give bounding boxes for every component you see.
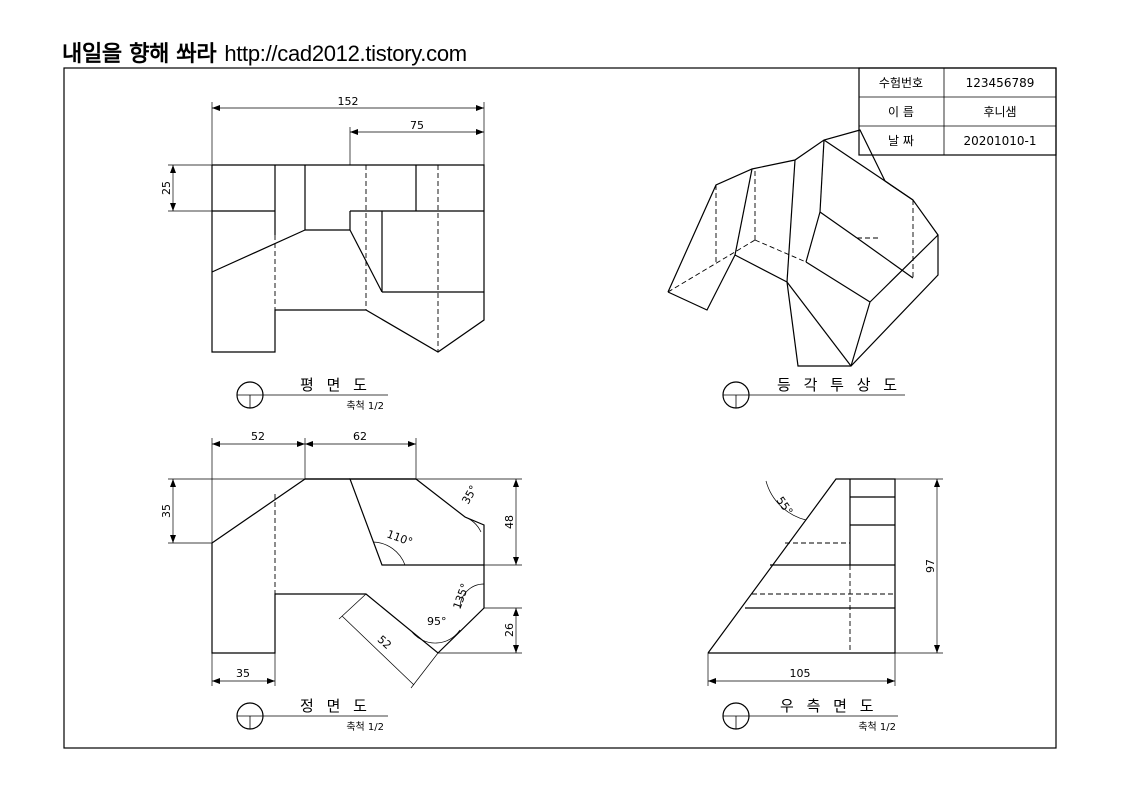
front-view-title: 정 면 도 [300, 697, 371, 715]
plan-view-title: 평 면 도 [300, 376, 371, 394]
dim-right-height: 97 [924, 559, 937, 573]
title-block-label: 이 름 [888, 105, 914, 119]
right-view: 97 105 55° 우 측 면 도 축척 1/2 [707, 478, 943, 733]
right-view-scale: 축척 1/2 [858, 721, 896, 733]
iso-view-title: 등 각 투 상 도 [777, 376, 901, 394]
title-block-label: 날 짜 [888, 134, 914, 148]
dim-plan-right: 75 [410, 119, 424, 132]
dim-plan-overall: 152 [338, 95, 359, 108]
title-block-value: 20201010-1 [963, 134, 1036, 148]
dim-front-bottom-height: 26 [503, 623, 516, 637]
dim-front-angle-95: 95° [427, 615, 447, 628]
title-block-value: 123456789 [966, 76, 1035, 90]
title-block: 수험번호 123456789 이 름 후니샘 날 짜 20201010-1 [858, 67, 1057, 156]
title-block-value: 후니샘 [983, 105, 1016, 119]
plan-view-scale: 축척 1/2 [346, 400, 384, 412]
dim-plan-depth: 25 [160, 181, 173, 195]
dim-front-angle-110: 110° [385, 528, 414, 549]
blog-title: 내일을 향해 쏴라 [62, 42, 217, 67]
dim-front-left-height: 35 [160, 504, 173, 518]
sheet-border [63, 67, 1057, 749]
dim-front-left: 52 [251, 430, 265, 443]
blog-header: 내일을 향해 쏴라 http://cad2012.tistory.com [62, 36, 467, 68]
front-view: 52 62 35 48 26 35 52 35° 110° 135° [160, 430, 522, 733]
front-view-scale: 축척 1/2 [346, 721, 384, 733]
plan-view: 152 75 25 평 면 도 축척 1/2 [160, 95, 485, 412]
isometric-view: 등 각 투 상 도 [667, 129, 939, 409]
blog-url[interactable]: http://cad2012.tistory.com [224, 41, 467, 66]
dim-front-bottom-left: 35 [236, 667, 250, 680]
dim-front-mid: 62 [353, 430, 367, 443]
dim-front-right-height: 48 [503, 515, 516, 529]
dim-front-angle-135: 135° [451, 582, 472, 611]
title-block-label: 수험번호 [879, 76, 923, 90]
dim-front-slant: 52 [375, 633, 394, 652]
dim-right-width: 105 [790, 667, 811, 680]
dim-front-angle-35: 35° [459, 483, 480, 506]
right-view-title: 우 측 면 도 [780, 697, 878, 715]
